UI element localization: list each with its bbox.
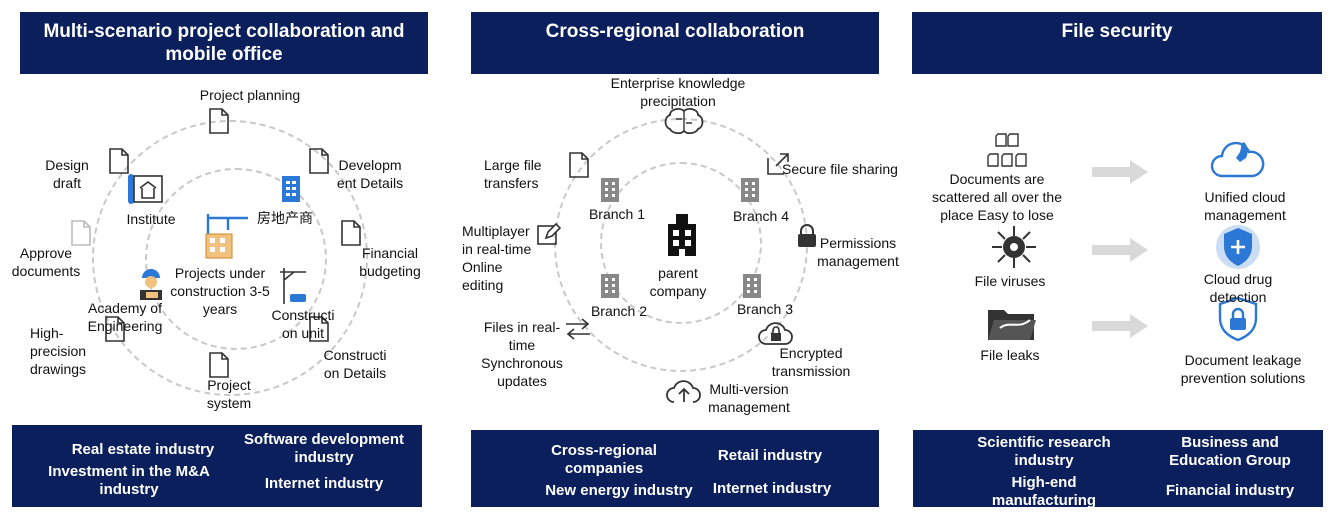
panel1-title: Multi-scenario project collaboration and…: [20, 12, 428, 74]
industry-label: Investment in the M&A industry: [48, 463, 210, 498]
node-secure-sharing: Secure file sharing: [782, 161, 898, 177]
industry-label: Internet industry: [264, 475, 384, 492]
panel2-title: Cross-regional collaboration: [471, 12, 879, 74]
node-knowledge: Enterprise knowledge precipitation: [610, 75, 746, 109]
brain-icon: [664, 108, 704, 135]
virus-icon: [992, 226, 1036, 268]
panel1-footer: Real estate industry Investment in the M…: [12, 425, 422, 507]
problem-viruses: File viruses: [974, 273, 1046, 289]
folder-icon: [988, 310, 1036, 340]
node-permissions: Permissions management: [817, 235, 899, 269]
sync-icon: [566, 318, 590, 340]
node-branch1: Branch 1: [588, 206, 646, 222]
panel3-footer: Scientific research industry High-end ma…: [913, 430, 1323, 507]
node-real-estate-cn: 房地产商: [257, 210, 313, 226]
building-icon: [741, 178, 759, 202]
solution-leakage-prevention: Document leakage prevention solutions: [1180, 352, 1306, 386]
panel2-inner-ring: [600, 162, 762, 324]
panel2-footer: Cross-regional companies New energy indu…: [471, 430, 879, 507]
arrow-right-icon: [1092, 314, 1148, 338]
panel3-title: File security: [912, 12, 1322, 74]
industry-label: High-end manufacturing: [991, 474, 1097, 507]
document-icon: [569, 152, 589, 178]
document-icon: [105, 316, 125, 342]
institute-building-icon: [128, 174, 163, 204]
node-institute: Institute: [126, 211, 176, 227]
document-icon: [71, 220, 91, 246]
node-design-draft: Design draft: [45, 157, 89, 191]
node-academy: Academy of Engineering: [87, 300, 163, 334]
document-icon: [109, 148, 129, 174]
solution-drug-detection: Cloud drug detection: [1203, 271, 1273, 305]
node-center-projects: Projects under construction 3-5 years: [170, 265, 270, 317]
node-branch3: Branch 3: [736, 301, 794, 317]
document-icon: [309, 316, 329, 342]
industry-label: Internet industry: [712, 480, 832, 497]
node-branch2: Branch 2: [590, 303, 648, 319]
industry-label: Financial industry: [1165, 482, 1295, 499]
office-building-icon: [282, 176, 300, 202]
node-encrypted: Encrypted transmission: [771, 345, 851, 379]
edit-icon: [537, 222, 562, 245]
scattered-documents-icon: [987, 133, 1027, 167]
problem-leaks: File leaks: [980, 347, 1040, 363]
engineer-icon: [140, 269, 162, 300]
node-branch4: Branch 4: [732, 208, 790, 224]
node-construction-details: Constructi on Details: [323, 347, 387, 381]
shield-icon: [1216, 225, 1260, 269]
arrow-right-icon: [1092, 238, 1148, 262]
share-icon: [767, 153, 789, 175]
document-icon: [309, 148, 329, 174]
industry-label: Real estate industry: [71, 441, 215, 458]
industry-label: Cross-regional companies: [551, 442, 657, 477]
industry-label: Software development industry: [243, 431, 405, 466]
building-icon: [601, 274, 619, 298]
solution-cloud-management: Unified cloud management: [1204, 189, 1286, 223]
node-project-planning: Project planning: [199, 87, 301, 103]
crane-icon: [205, 214, 248, 259]
node-construction-unit: Constructi on unit: [271, 307, 335, 341]
node-large-file: Large file transfers: [484, 157, 542, 191]
lock-icon: [798, 224, 816, 247]
cloud-rocket-icon: [1210, 141, 1265, 178]
document-icon: [209, 352, 229, 378]
construction-icon: [280, 268, 306, 304]
node-multiplayer: Multiplayer in real-time Online editing: [462, 223, 532, 293]
document-icon: [341, 220, 361, 246]
document-icon: [209, 108, 229, 134]
arrow-right-icon: [1092, 160, 1148, 184]
node-development-details: Developm ent Details: [336, 157, 404, 191]
cloud-upload-icon: [666, 380, 701, 403]
node-project-system: Project system: [206, 377, 252, 411]
panel1-inner-ring: [145, 168, 327, 350]
industry-label: New energy industry: [545, 482, 693, 499]
industry-label: Retail industry: [717, 447, 823, 464]
node-approve-documents: Approve documents: [11, 245, 81, 279]
industry-label: Scientific research industry: [977, 434, 1111, 469]
node-financial-budgeting: Financial budgeting: [359, 245, 421, 279]
problem-scattered: Documents are scattered all over the pla…: [932, 171, 1062, 223]
building-icon: [743, 274, 761, 298]
node-high-precision: High-precision drawings: [30, 325, 87, 377]
panel1-outer-ring: [92, 120, 368, 396]
padlock-shield-icon: [1218, 296, 1258, 342]
cloud-lock-icon: [758, 322, 793, 345]
node-files-sync: Files in real-time Synchronous updates: [481, 319, 563, 389]
industry-label: Business and Education Group: [1169, 434, 1291, 469]
parent-company-icon: [668, 214, 696, 256]
node-multi-version: Multi-version management: [708, 381, 790, 415]
building-icon: [601, 178, 619, 202]
node-parent-company: parent company: [649, 265, 707, 299]
